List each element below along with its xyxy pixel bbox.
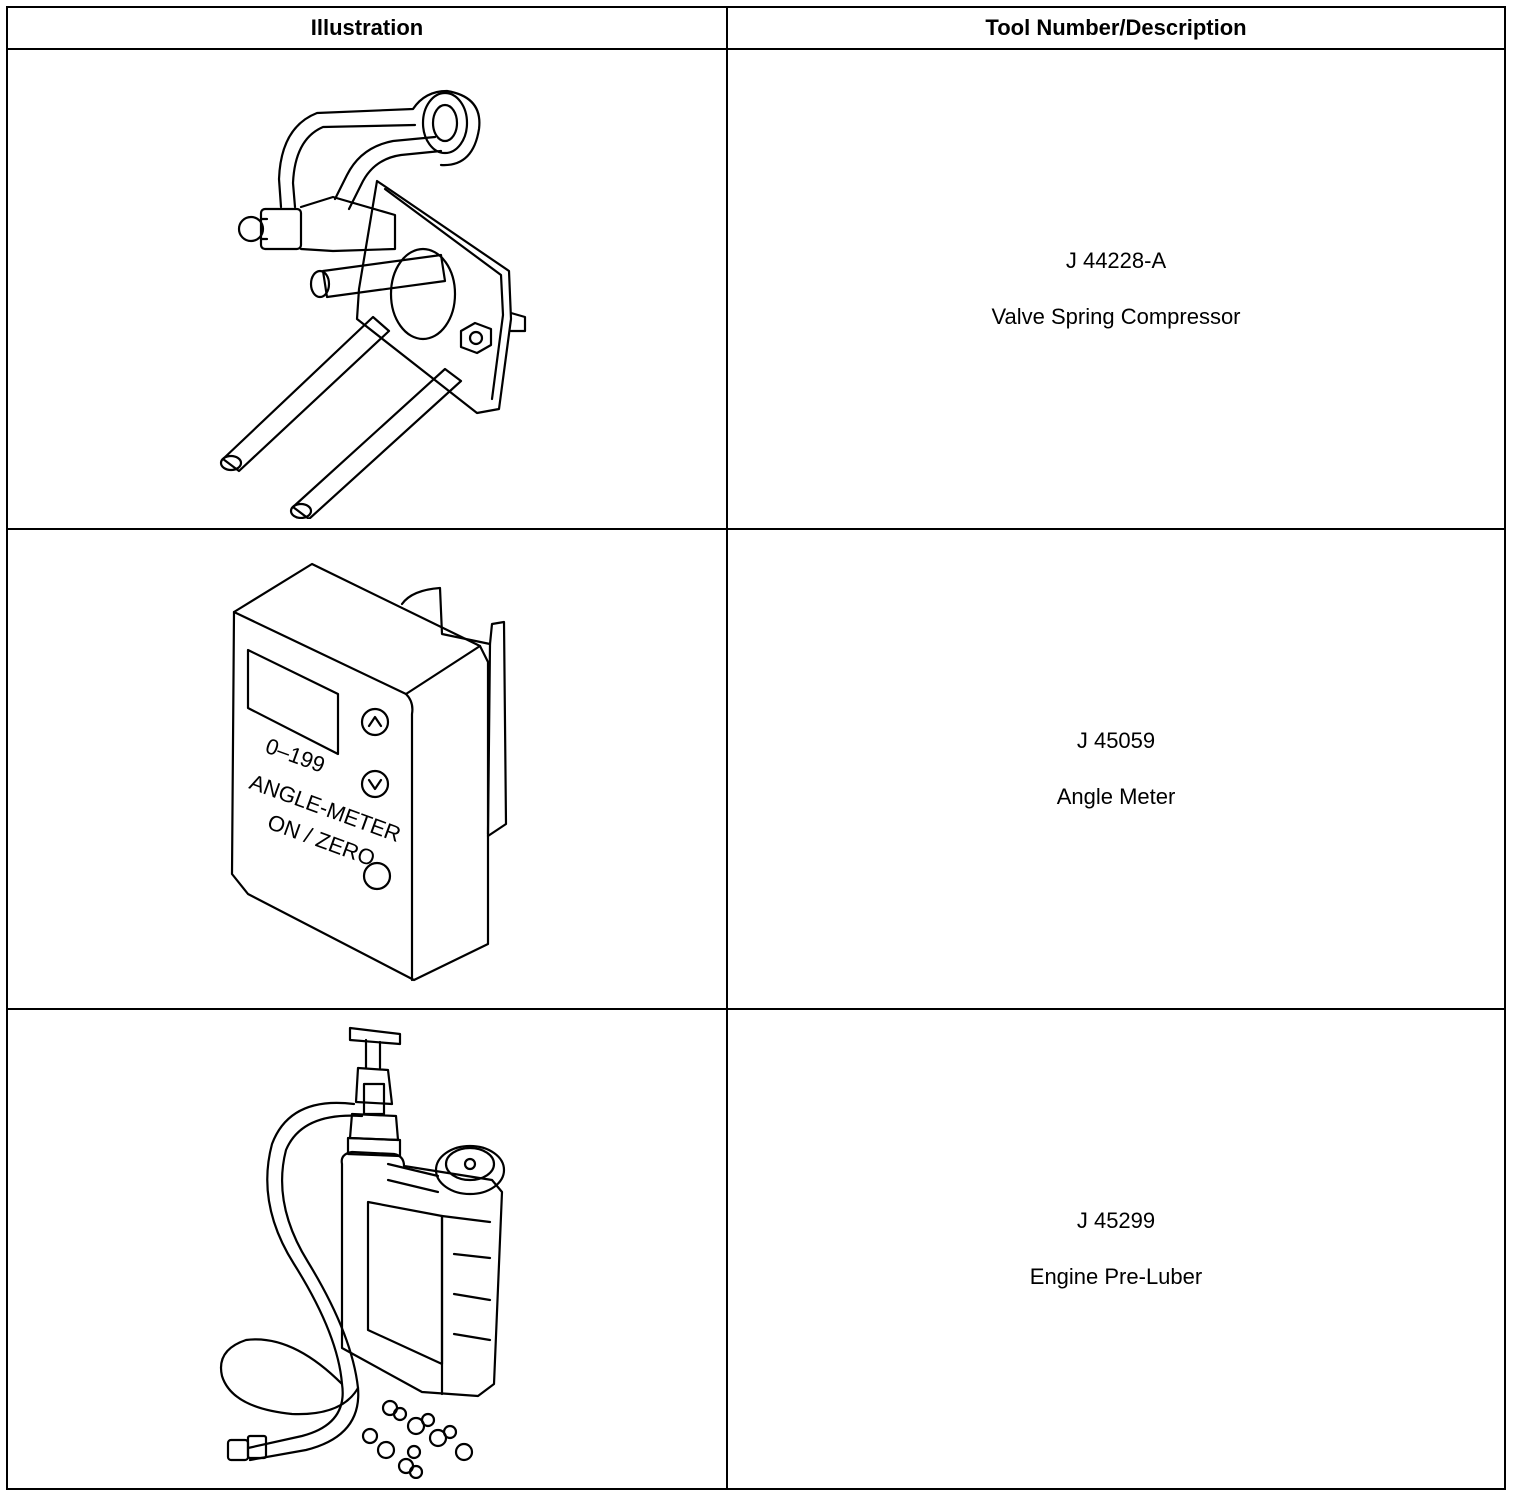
- tool-header: Tool Number/Description: [726, 6, 1506, 50]
- tool-description: Engine Pre-Luber: [1029, 1264, 1203, 1289]
- tool-number: J 45059: [1076, 728, 1156, 753]
- illustration-cell: 0–199 ANGLE-METER ON / ZERO: [6, 528, 728, 1010]
- table-row: J 44228-A Valve Spring Compressor: [6, 48, 1506, 530]
- tool-description: Angle Meter: [1056, 784, 1176, 809]
- special-tools-table: Illustration Tool Number/Description: [6, 6, 1506, 1490]
- tool-description-cell: J 45059 Angle Meter: [726, 528, 1506, 1010]
- tool-description-cell: J 44228-A Valve Spring Compressor: [726, 48, 1506, 530]
- table-row: J 45299 Engine Pre-Luber: [6, 1008, 1506, 1490]
- angle-meter-icon: 0–199 ANGLE-METER ON / ZERO: [230, 562, 508, 982]
- tool-number: J 45299: [1076, 1208, 1156, 1233]
- illustration-header: Illustration: [6, 6, 728, 50]
- device-range-label: 0–199: [262, 733, 328, 777]
- tool-number: J 44228-A: [1065, 248, 1167, 273]
- table-row: 0–199 ANGLE-METER ON / ZERO J 45059 Angl…: [6, 528, 1506, 1010]
- tool-description-cell: J 45299 Engine Pre-Luber: [726, 1008, 1506, 1490]
- illustration-cell: [6, 48, 728, 530]
- engine-pre-luber-icon: [219, 1026, 506, 1479]
- illustration-cell: [6, 1008, 728, 1490]
- valve-spring-compressor-icon: [219, 89, 527, 519]
- header-row: Illustration Tool Number/Description: [6, 6, 1506, 50]
- tool-description: Valve Spring Compressor: [991, 304, 1241, 329]
